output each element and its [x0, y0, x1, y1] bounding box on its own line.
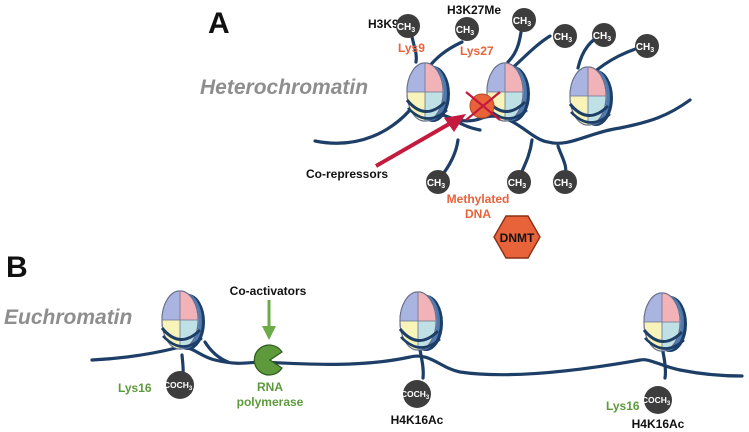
methyl-group: CH3: [635, 34, 659, 58]
methyl-group: CH3: [426, 170, 450, 194]
methyl-sub: 3: [522, 183, 526, 190]
dnmt-label: DNMT: [500, 231, 535, 245]
methyl-text: CH: [513, 16, 527, 27]
methyl-sub: 3: [650, 47, 654, 54]
svg-text:CH3: CH3: [593, 31, 611, 43]
histone-tail: [418, 348, 425, 380]
lys27-label: Lys27: [460, 44, 494, 58]
nucleosome: [642, 291, 689, 354]
acetyl-text: COCH: [401, 389, 426, 399]
methyl-text: CH: [508, 178, 522, 189]
repression-cross: [465, 91, 501, 121]
heterochromatin-label: Heterochromatin: [200, 76, 368, 99]
methyl-sub: 3: [441, 183, 445, 190]
methyl-group: CH3: [512, 8, 536, 32]
nucleosome: [405, 61, 452, 124]
nucleosome: [485, 61, 532, 124]
coactivators-label: Co-activators: [230, 284, 307, 298]
h4k16ac-label: H4K16Ac: [632, 417, 685, 431]
rna-polymerase: [253, 344, 283, 376]
dna-link-b: [203, 340, 230, 364]
methyl-text: CH: [593, 31, 607, 42]
panel-letter-b: B: [6, 251, 28, 284]
methyl-text: CH: [636, 42, 650, 53]
svg-text:CH3: CH3: [513, 16, 531, 28]
svg-text:COCH3: COCH3: [164, 380, 193, 392]
methyl-sub: 3: [411, 27, 415, 34]
lys9-label: Lys9: [398, 41, 425, 55]
nucleosome: [160, 289, 207, 352]
acetyl-text: COCH: [164, 380, 189, 390]
methyl-group: CH3: [396, 14, 420, 38]
lys16-label: Lys16: [606, 399, 640, 413]
svg-text:CH3: CH3: [636, 42, 654, 54]
histone-tail: [661, 350, 667, 380]
svg-text:CH3: CH3: [456, 25, 474, 37]
methyl-text: CH: [397, 22, 411, 33]
panel-letter-a: A: [208, 7, 230, 40]
nucleosome: [398, 290, 445, 353]
acetyl-sub: 3: [667, 401, 671, 407]
svg-text:COCH3: COCH3: [642, 395, 671, 407]
svg-text:CH3: CH3: [397, 22, 415, 34]
svg-text:CH3: CH3: [554, 32, 572, 44]
methyl-text: CH: [456, 25, 470, 36]
methyl-group: CH3: [553, 24, 577, 48]
methyl-group: CH3: [507, 170, 531, 194]
corepressor-arrow: [375, 118, 457, 168]
methyl-sub: 3: [607, 36, 611, 43]
acetyl-sub: 3: [426, 395, 430, 401]
methyl-sub: 3: [470, 30, 474, 37]
svg-text:COCH3: COCH3: [401, 389, 430, 401]
coactivator-arrowhead: [262, 326, 276, 340]
lys16-label: Lys16: [118, 381, 152, 395]
h3k27me-label: H3K27Me: [447, 3, 501, 17]
methyl-text: CH: [427, 178, 441, 189]
h4k16ac-label: H4K16Ac: [391, 413, 444, 427]
acetyl-text: COCH: [642, 395, 667, 405]
polymerase-label: polymerase: [237, 395, 304, 409]
rna-label: RNA: [257, 380, 283, 394]
methyl-group: CH3: [455, 17, 479, 41]
histone-tail: [506, 24, 524, 64]
svg-text:CH3: CH3: [427, 178, 445, 190]
corepressor-arrowhead: [444, 114, 466, 132]
methyl-text: CH: [554, 32, 568, 43]
methylated-label: Methylated: [447, 192, 510, 206]
acetyl-group: COCH3: [164, 371, 194, 399]
acetyl-sub: 3: [189, 386, 193, 392]
methyl-sub: 3: [527, 21, 531, 28]
methyl-group: CH3: [553, 170, 577, 194]
acetyl-group: COCH3: [642, 386, 672, 414]
methyl-sub: 3: [568, 183, 572, 190]
dna-label: DNA: [465, 207, 491, 221]
acetyl-group: COCH3: [401, 380, 431, 408]
svg-text:CH3: CH3: [554, 178, 572, 190]
histone-tail: [426, 40, 464, 70]
methyl-group: CH3: [592, 23, 616, 47]
corepressors-label: Co-repressors: [306, 167, 388, 181]
nucleosome: [568, 65, 615, 128]
svg-text:CH3: CH3: [508, 178, 526, 190]
methyl-text: CH: [554, 178, 568, 189]
methyl-sub: 3: [568, 37, 572, 44]
dnmt-enzyme: [493, 215, 541, 259]
dna-strand-b: [90, 345, 744, 378]
euchromatin-label: Euchromatin: [4, 306, 132, 329]
